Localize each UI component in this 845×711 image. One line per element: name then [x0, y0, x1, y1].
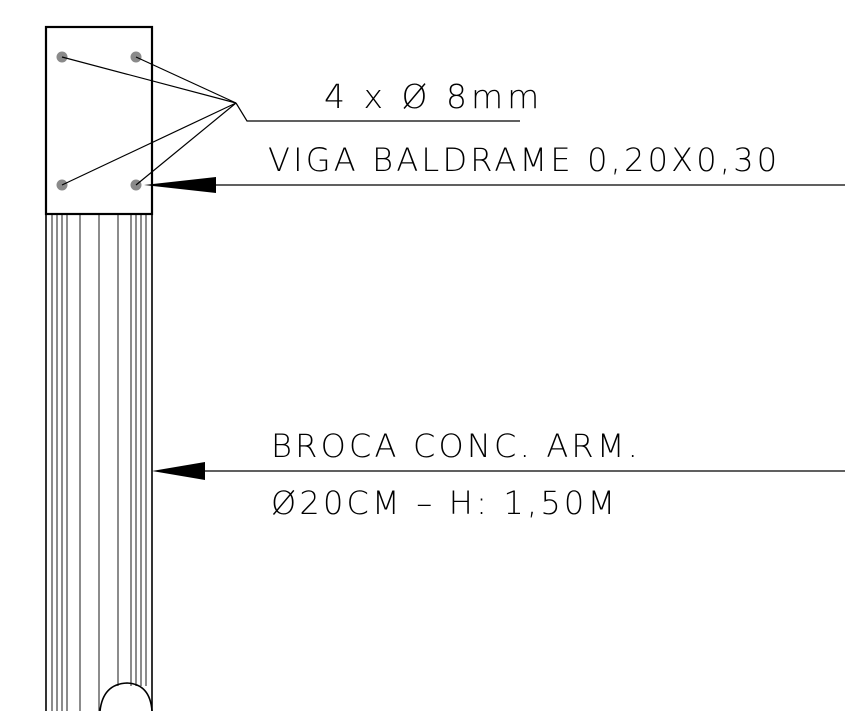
leader-elbow [235, 102, 520, 122]
rebar-leader [61, 56, 520, 186]
leader-line [135, 56, 237, 104]
leader-line [61, 56, 237, 104]
break-mask [103, 686, 151, 711]
pile-label-line2: Ø20CM – H: 1,50M [271, 484, 618, 522]
rebar-label: 4 x Ø 8mm [324, 77, 543, 116]
pile-break-arc [99, 682, 153, 711]
beam-callout-arrow [144, 177, 845, 193]
pile-callout-arrow [152, 462, 845, 480]
leader-line [61, 102, 237, 186]
beam-label: VIGA BALDRAME 0,20X0,30 [268, 141, 780, 179]
leader-line [135, 102, 237, 186]
beam-arrow-head [144, 177, 216, 193]
pile-body [45, 214, 153, 711]
pile-arrow-head [152, 462, 205, 480]
beam-section-box [44, 25, 154, 216]
pile-label-line1: BROCA CONC. ARM. [271, 427, 641, 465]
